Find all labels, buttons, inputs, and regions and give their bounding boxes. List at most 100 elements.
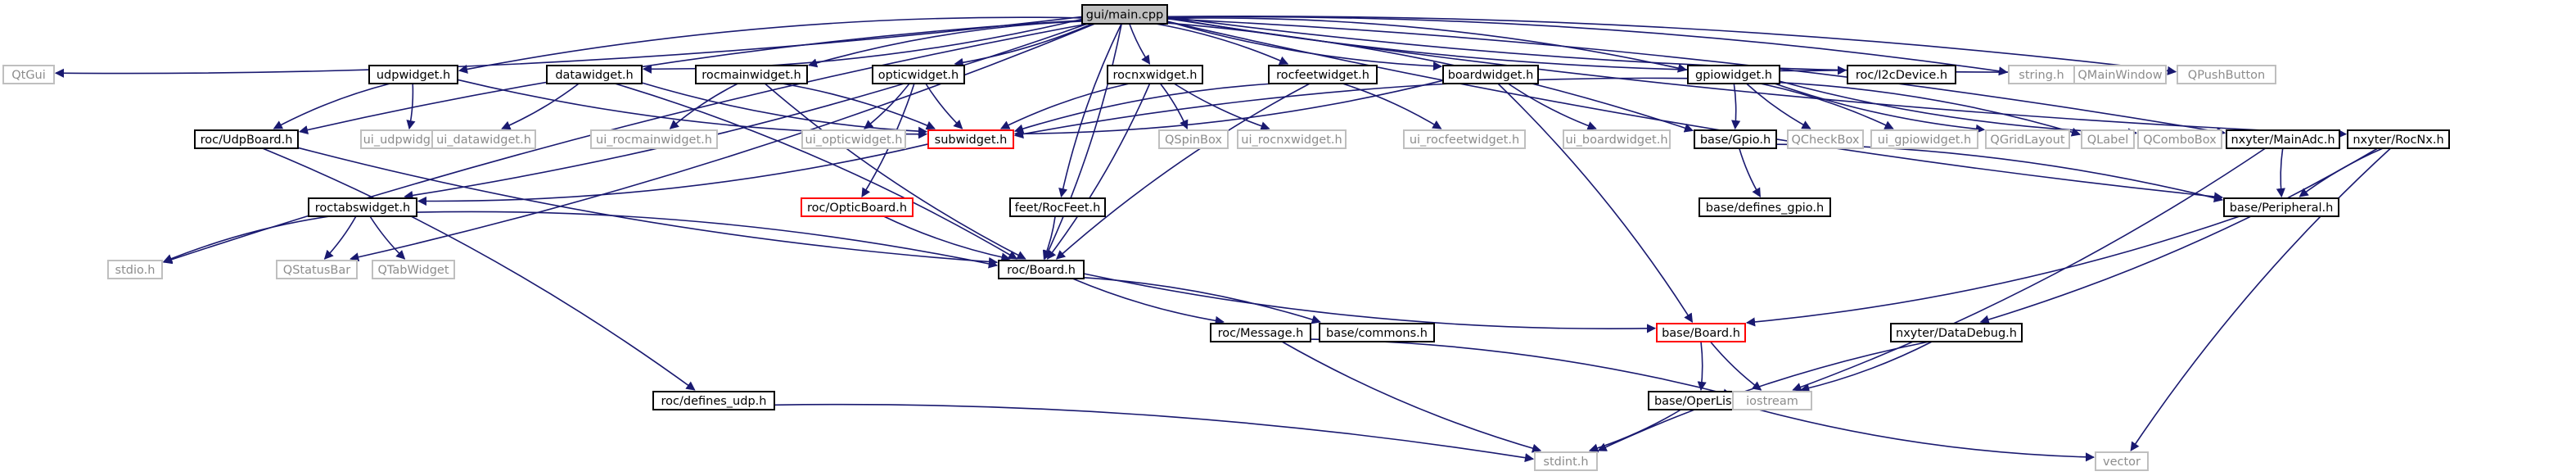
node-label-qspinbox: QSpinBox: [1165, 134, 1222, 147]
edge-main-to-stdioh: [162, 23, 1089, 265]
node-qstatusbar: QStatusBar: [276, 260, 358, 279]
node-box-rocmessage: [1210, 323, 1311, 342]
node-box-peripheral: [2223, 197, 2339, 217]
node-roctabswidget[interactable]: roctabswidget.h: [308, 197, 417, 217]
node-label-basegpio: base/Gpio.h: [1700, 134, 1771, 147]
edge-opticwidget-to-subwidget: [925, 83, 963, 129]
node-peripheral[interactable]: base/Peripheral.h: [2223, 197, 2339, 217]
node-label-stdint: stdint.h: [1543, 456, 1588, 469]
node-datadebug[interactable]: nxyter/DataDebug.h: [1890, 323, 2023, 342]
node-rocboard[interactable]: roc/Board.h: [998, 260, 1085, 279]
edge-operlist-to-stdint: [1588, 409, 1681, 453]
node-rocfeet[interactable]: feet/RocFeet.h: [1009, 197, 1106, 217]
node-box-ui_gpiowidget: [1870, 129, 1978, 149]
node-label-qlabel: QLabel: [2087, 134, 2129, 147]
node-subwidget[interactable]: subwidget.h: [927, 129, 1014, 149]
edge-main-to-basegpio: [1166, 22, 1694, 133]
node-qgridlayout: QGridLayout: [1985, 129, 2070, 149]
node-label-rocfeetwidget: rocfeetwidget.h: [1276, 69, 1369, 82]
node-ui_datawidget: ui_datawidget.h: [431, 129, 536, 149]
node-label-peripheral: base/Peripheral.h: [2230, 202, 2334, 215]
node-box-qspinbox: [1158, 129, 1229, 149]
node-iostream: iostream: [1732, 391, 1812, 410]
edge-rocboard-to-baseboard: [1083, 273, 1657, 333]
node-box-roctabswidget: [308, 197, 417, 217]
node-operlist[interactable]: base/OperList.h: [1648, 391, 1754, 410]
node-boardwidget[interactable]: boardwidget.h: [1442, 65, 1539, 84]
edge-rocboard-to-rocmessage: [1071, 278, 1225, 325]
node-label-ui_opticwidget: ui_opticwidget.h: [805, 134, 903, 147]
node-box-rocfeetwidget: [1268, 65, 1378, 84]
node-box-main: [1081, 4, 1168, 25]
edge-main-to-opticwidget: [954, 23, 1093, 67]
node-qcheckbox: QCheckBox: [1787, 129, 1864, 149]
node-label-qpushbutton: QPushButton: [2188, 69, 2265, 82]
node-baseboard[interactable]: base/Board.h: [1656, 323, 1746, 342]
node-box-definesudp: [652, 391, 775, 410]
node-udpwidget[interactable]: udpwidget.h: [368, 65, 458, 84]
node-label-qtabwidget: QTabWidget: [377, 264, 449, 277]
node-box-qgridlayout: [1985, 129, 2070, 149]
node-rocnx[interactable]: nxyter/RocNx.h: [2347, 129, 2450, 149]
node-main[interactable]: gui/main.cpp: [1081, 4, 1168, 25]
edge-basegpio-to-definesgpio: [1739, 147, 1762, 197]
edge-rocfeetwidget-to-rocboard: [1055, 83, 1311, 260]
node-basegpio[interactable]: base/Gpio.h: [1694, 129, 1777, 149]
node-label-opticwidget: opticwidget.h: [878, 69, 959, 82]
node-label-stringh: string.h: [2019, 69, 2064, 82]
node-opticboard[interactable]: roc/OpticBoard.h: [801, 197, 914, 217]
edge-roctabswidget-to-rocboard: [416, 211, 999, 269]
node-qtabwidget: QTabWidget: [372, 260, 455, 279]
edge-roctabswidget-to-stdioh: [162, 215, 330, 263]
edge-operlist-to-vector: [1753, 407, 2096, 462]
node-opticwidget[interactable]: opticwidget.h: [872, 65, 965, 84]
node-box-qpushbutton: [2177, 65, 2276, 84]
edge-gpiowidget-to-qcombobox: [1779, 80, 2138, 138]
node-label-udpwidget: udpwidget.h: [377, 69, 450, 82]
node-udpboard[interactable]: roc/UdpBoard.h: [194, 129, 299, 149]
node-mainadc[interactable]: nxyter/MainAdc.h: [2226, 129, 2340, 149]
edge-main-to-gpiowidget: [1166, 17, 1688, 73]
node-datawidget[interactable]: datawidget.h: [546, 65, 643, 84]
node-box-rocfeet: [1009, 197, 1106, 217]
edge-main-to-rocboard: [1044, 23, 1122, 261]
node-i2cdevice[interactable]: roc/I2cDevice.h: [1847, 65, 1956, 84]
edge-definesudp-to-stdint: [774, 403, 1535, 463]
edge-udpwidget-to-ui_udpwidget: [406, 83, 416, 130]
node-rocfeetwidget[interactable]: rocfeetwidget.h: [1268, 65, 1378, 84]
edge-main-to-qpushbutton: [1166, 16, 2177, 75]
node-box-gpiowidget: [1687, 65, 1780, 84]
node-label-baseboard: base/Board.h: [1662, 327, 1740, 340]
node-gpiowidget[interactable]: gpiowidget.h: [1687, 65, 1780, 84]
node-rocmessage[interactable]: roc/Message.h: [1210, 323, 1311, 342]
node-box-udpboard: [194, 129, 299, 149]
node-basecommons[interactable]: base/commons.h: [1319, 323, 1435, 342]
node-box-vector: [2095, 451, 2149, 471]
node-label-roctabswidget: roctabswidget.h: [315, 202, 411, 215]
node-box-rocnxwidget: [1107, 65, 1203, 84]
node-rocnxwidget[interactable]: rocnxwidget.h: [1107, 65, 1203, 84]
node-definesudp[interactable]: roc/defines_udp.h: [652, 391, 775, 410]
edge-main-to-qtgui: [54, 16, 1083, 78]
node-box-boardwidget: [1442, 65, 1539, 84]
node-box-definesgpio: [1699, 197, 1831, 217]
edge-rocboard-to-basecommons: [1083, 277, 1321, 324]
edge-baseboard-to-iostream: [1709, 341, 1762, 391]
edge-rocnxwidget-to-qspinbox: [1159, 83, 1189, 130]
edge-rocfeetwidget-to-subwidget: [1013, 83, 1274, 134]
edge-rocnx-to-datadebug: [1979, 147, 2379, 324]
edge-main-to-rocnxwidget: [1129, 23, 1151, 65]
node-rocmainwidget[interactable]: rocmainwidget.h: [695, 65, 808, 84]
edge-main-to-datawidget: [642, 18, 1083, 74]
edge-rocfeet-to-rocboard: [1042, 215, 1056, 261]
node-box-qlabel: [2081, 129, 2135, 149]
edge-main-to-peripheral: [1166, 20, 2224, 202]
node-box-ui_rocmainwidget: [590, 129, 718, 149]
node-definesgpio[interactable]: base/defines_gpio.h: [1699, 197, 1831, 217]
node-vector: vector: [2095, 451, 2149, 471]
edge-gpiowidget-to-ui_gpiowidget: [1760, 83, 1894, 129]
node-label-qmainwindow: QMainWindow: [2077, 69, 2162, 82]
edge-roctabswidget-to-qstatusbar: [323, 215, 357, 260]
node-box-datadebug: [1890, 323, 2023, 342]
node-box-stdioh: [107, 260, 163, 279]
